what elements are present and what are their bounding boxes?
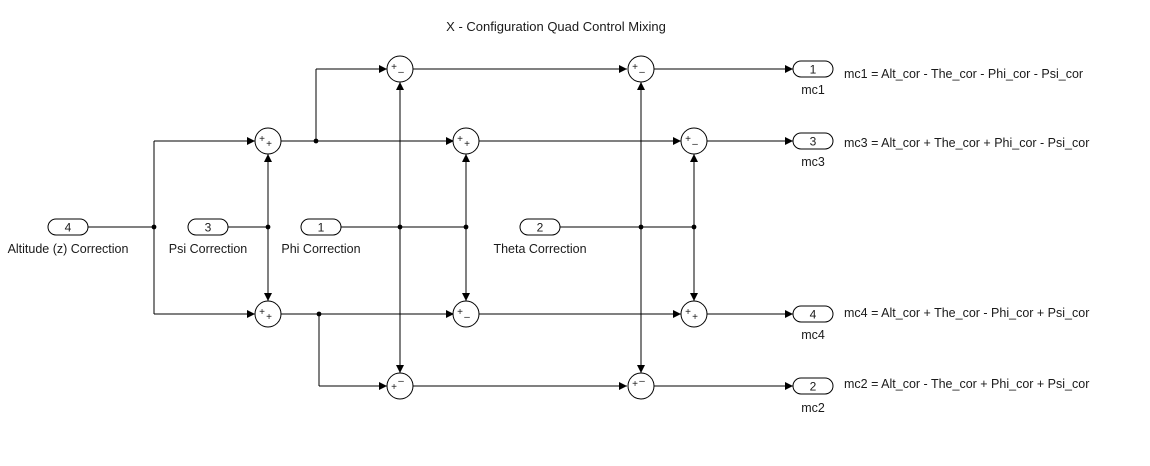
outport-equation: mc3 = Alt_cor + The_cor + Phi_cor - Psi_… (844, 136, 1089, 150)
sum-block[interactable]: + + (254, 300, 282, 328)
sum-sign: + (632, 62, 638, 73)
sum-sign: – (398, 67, 404, 78)
inport-label: Altitude (z) Correction (8, 242, 129, 256)
branch-dot (316, 311, 322, 317)
inport-label: Theta Correction (493, 242, 586, 256)
outport-number: 4 (810, 308, 817, 322)
branch-dot (691, 224, 697, 230)
sum-sign: + (266, 139, 272, 150)
sum-sign: – (692, 139, 698, 150)
outport-number: 3 (810, 135, 817, 149)
outport-label: mc3 (801, 155, 825, 169)
inport-phi[interactable]: 1 Phi Correction (281, 218, 361, 256)
outport-label: mc1 (801, 83, 825, 97)
outport-mc2[interactable]: 2 mc2 mc2 = Alt_cor - The_cor + Phi_cor … (792, 377, 1089, 415)
diagram-title: X - Configuration Quad Control Mixing (446, 19, 666, 34)
sum-sign: + (391, 62, 397, 73)
sum-sign: – (639, 67, 645, 78)
inport-label: Psi Correction (169, 242, 248, 256)
sum-sign: – (398, 376, 404, 387)
sum-sign: + (464, 139, 470, 150)
outport-equation: mc2 = Alt_cor - The_cor + Phi_cor + Psi_… (844, 377, 1089, 391)
branch-dot (151, 224, 157, 230)
sum-block[interactable]: + – (627, 372, 655, 400)
sum-sign: + (692, 312, 698, 323)
sum-sign: + (266, 312, 272, 323)
sum-block[interactable]: + – (452, 300, 480, 328)
outport-mc4[interactable]: 4 mc4 mc4 = Alt_cor + The_cor - Phi_cor … (792, 305, 1089, 342)
sum-sign: + (457, 134, 463, 145)
sum-block[interactable]: + + (254, 127, 282, 155)
outport-label: mc2 (801, 401, 825, 415)
inport-psi[interactable]: 3 Psi Correction (169, 218, 248, 256)
inport-number: 4 (65, 221, 72, 235)
inport-number: 1 (318, 221, 325, 235)
sum-sign: + (259, 134, 265, 145)
sum-sign: + (391, 382, 397, 393)
sum-sign: – (464, 312, 470, 323)
sum-block[interactable]: + – (627, 55, 655, 83)
sum-block[interactable]: + + (680, 300, 708, 328)
sum-sign: + (259, 307, 265, 318)
sum-block[interactable]: + + (452, 127, 480, 155)
inport-number: 3 (205, 221, 212, 235)
sum-sign: – (639, 376, 645, 387)
outport-number: 1 (810, 63, 817, 77)
outport-number: 2 (810, 380, 817, 394)
sum-block[interactable]: + – (386, 372, 414, 400)
inport-altitude[interactable]: 4 Altitude (z) Correction (8, 218, 129, 256)
outport-label: mc4 (801, 328, 825, 342)
branch-dot (265, 224, 271, 230)
outport-mc1[interactable]: 1 mc1 mc1 = Alt_cor - The_cor - Phi_cor … (792, 60, 1083, 97)
branch-dot (313, 138, 319, 144)
branch-dot (397, 224, 403, 230)
inport-theta[interactable]: 2 Theta Correction (493, 218, 587, 256)
outport-equation: mc4 = Alt_cor + The_cor - Phi_cor + Psi_… (844, 306, 1089, 320)
outport-equation: mc1 = Alt_cor - The_cor - Phi_cor - Psi_… (844, 67, 1083, 81)
sum-block[interactable]: + – (680, 127, 708, 155)
sum-sign: + (685, 134, 691, 145)
sum-sign: + (685, 307, 691, 318)
branch-dot (463, 224, 469, 230)
sum-sign: + (632, 379, 638, 390)
outport-mc3[interactable]: 3 mc3 mc3 = Alt_cor + The_cor + Phi_cor … (792, 132, 1089, 169)
inport-number: 2 (537, 221, 544, 235)
branch-dot (638, 224, 644, 230)
inport-label: Phi Correction (281, 242, 360, 256)
sum-sign: + (457, 307, 463, 318)
branch-points (151, 138, 697, 317)
sum-block[interactable]: + – (386, 55, 414, 83)
signal-wires (88, 65, 793, 390)
